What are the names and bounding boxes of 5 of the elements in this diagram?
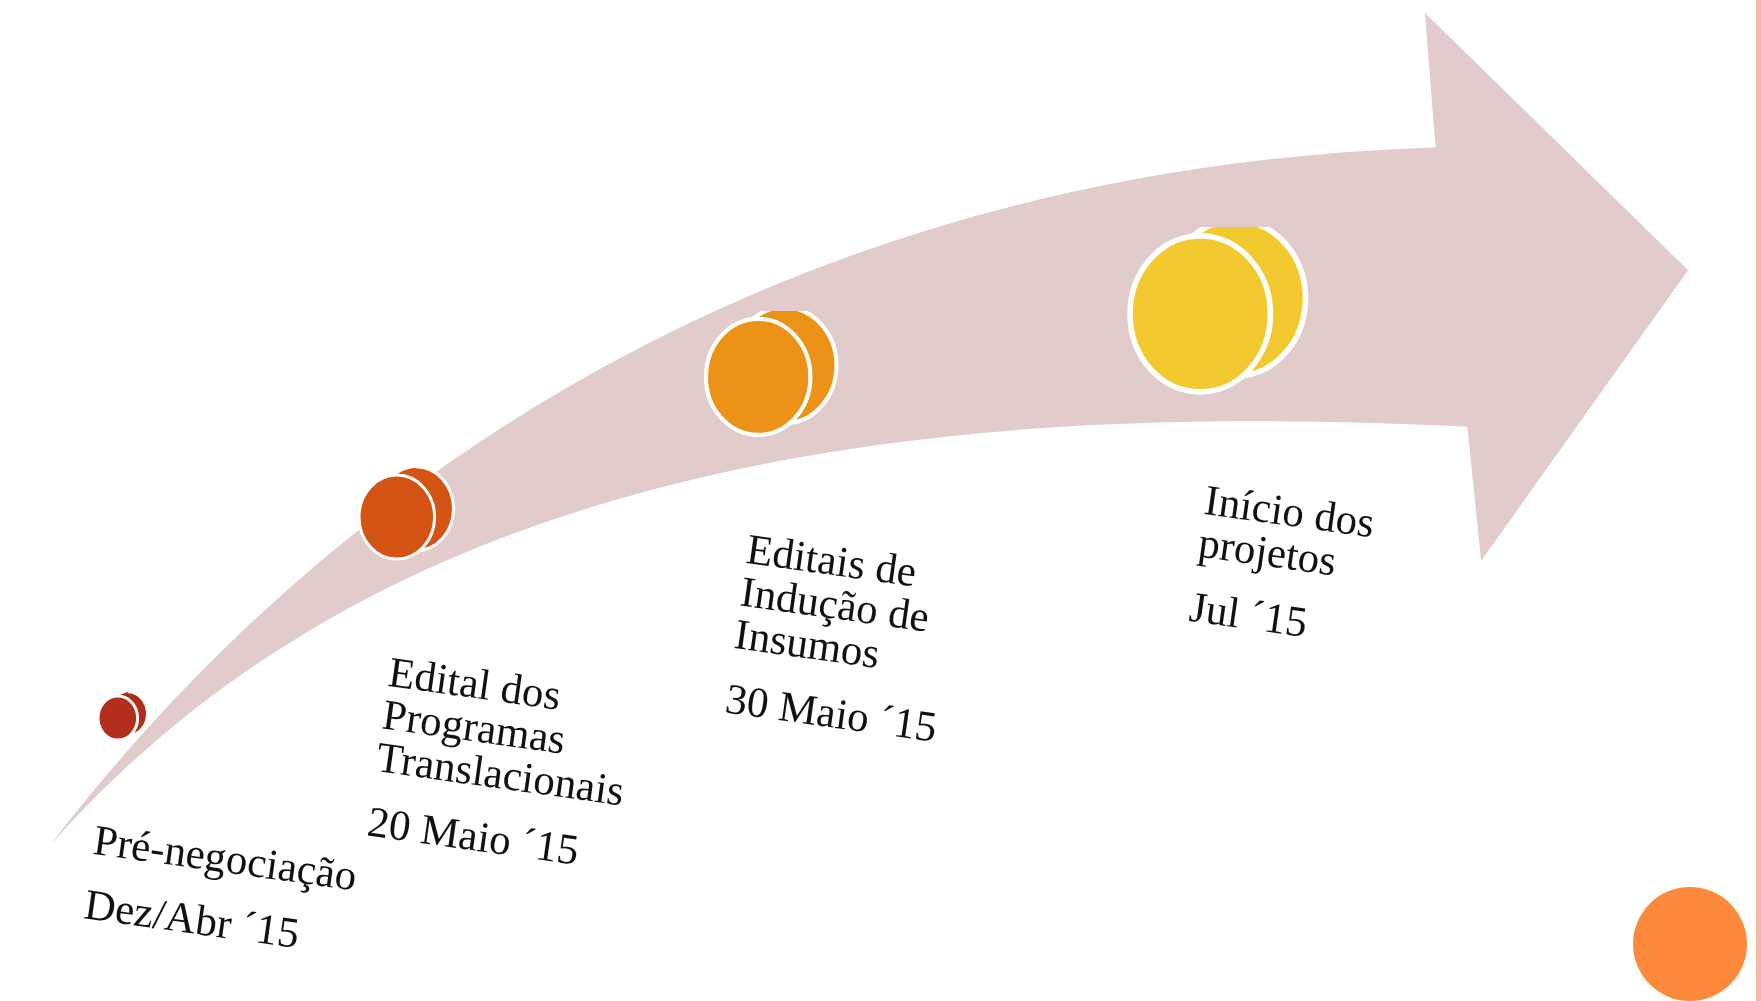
milestone-date: 20 Maio ´15 — [365, 799, 582, 876]
milestone-date: Jul ´15 — [1187, 584, 1312, 648]
milestone-title: Editais de Indução de Insumos — [732, 527, 934, 679]
milestone-title: Início dos projetos — [1196, 478, 1379, 587]
milestone-date: 30 Maio ´15 — [723, 676, 941, 753]
